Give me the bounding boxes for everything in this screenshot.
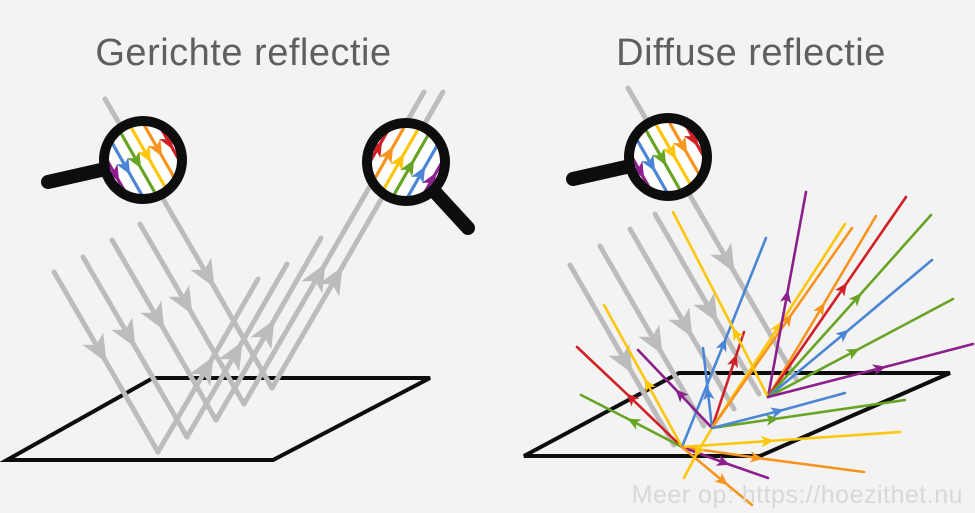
incident-ray bbox=[652, 211, 762, 397]
diffuse-panel bbox=[523, 85, 975, 507]
scattered-ray bbox=[701, 346, 715, 430]
scattered-ray bbox=[766, 190, 808, 399]
scattered-ray bbox=[680, 430, 902, 449]
magnifier-ring bbox=[624, 113, 712, 201]
scattered-ray bbox=[710, 226, 854, 430]
scattered-ray bbox=[680, 445, 770, 480]
scattered-ray bbox=[680, 445, 866, 474]
scattered-ray bbox=[766, 297, 955, 399]
magnifying-glass-icon bbox=[41, 116, 187, 204]
watermark-url: Meer op: https://hoezithet.nu bbox=[631, 481, 963, 509]
scattered-ray bbox=[766, 258, 934, 399]
scattered-ray bbox=[766, 195, 908, 399]
scattered-rays bbox=[575, 190, 975, 507]
magnifier-handle bbox=[41, 163, 108, 189]
scattered-ray bbox=[579, 393, 684, 449]
scattered-ray bbox=[710, 398, 907, 430]
scattered-ray bbox=[671, 210, 770, 399]
scattered-ray bbox=[682, 426, 714, 480]
scattered-ray bbox=[766, 342, 975, 399]
magnifier-handle bbox=[427, 184, 475, 235]
scattered-ray bbox=[602, 303, 684, 449]
incident-ray bbox=[51, 269, 161, 455]
magnified-incident-spectrum bbox=[108, 125, 178, 195]
magnifying-glass-icon bbox=[566, 113, 712, 201]
incident-ray bbox=[80, 254, 190, 440]
magnified-incident-spectrum bbox=[633, 122, 703, 192]
smooth-surface bbox=[0, 376, 431, 462]
reflected-ray bbox=[155, 276, 261, 455]
specular-panel-title: Gerichte reflectie bbox=[95, 32, 392, 74]
scattered-ray bbox=[636, 348, 714, 430]
scattered-ray bbox=[766, 214, 878, 399]
magnifying-glass-icon bbox=[362, 118, 475, 235]
magnified-reflected-spectrum bbox=[371, 127, 441, 197]
scattered-ray bbox=[680, 445, 754, 507]
scattered-ray bbox=[710, 391, 847, 430]
magnifier-ring bbox=[362, 118, 450, 206]
magnifier-handle bbox=[566, 160, 633, 186]
incident-ray bbox=[627, 226, 737, 412]
scattered-ray bbox=[575, 345, 684, 449]
specular-panel bbox=[0, 89, 475, 462]
magnifier-ring bbox=[99, 116, 187, 204]
diffuse-panel-title: Diffuse reflectie bbox=[616, 32, 886, 74]
incident-ray bbox=[567, 262, 677, 448]
scattered-ray bbox=[766, 213, 933, 399]
reflected-ray bbox=[184, 261, 290, 440]
